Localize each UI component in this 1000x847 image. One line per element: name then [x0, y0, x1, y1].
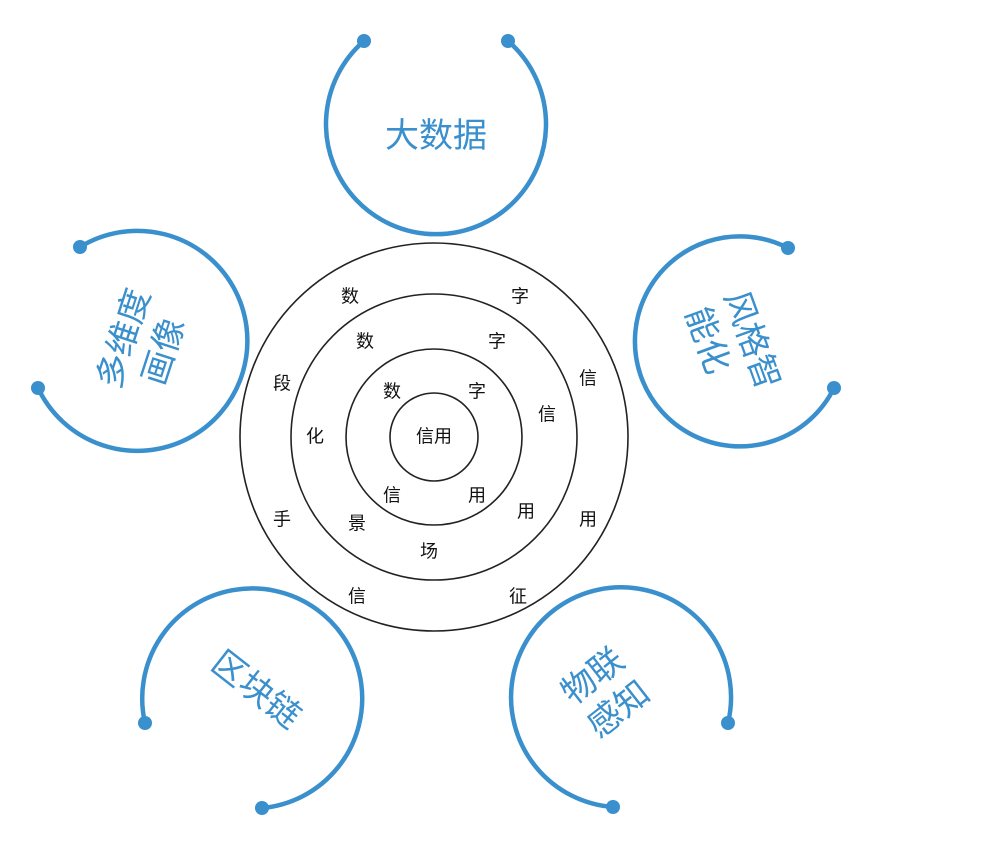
ring2-char: 用: [517, 502, 535, 523]
satellite-label: 区块链: [203, 643, 308, 737]
satellite-multidim-portrait: 多维度 画像: [31, 228, 250, 454]
arc-end-dot: [827, 381, 841, 395]
ring3-char: 征: [509, 587, 527, 608]
arc-end-dot: [31, 381, 45, 395]
satellite-arc: [508, 585, 734, 810]
ring3-char: 信: [348, 587, 366, 608]
ring3-char: 段: [273, 374, 291, 395]
satellite-arc: [323, 38, 549, 237]
ring2-char: 信: [538, 405, 556, 426]
ring3-char: 用: [579, 510, 597, 531]
arc-end-dot: [721, 716, 735, 730]
arc-end-dot: [138, 716, 152, 730]
ring2-char: 化: [306, 427, 324, 448]
outer-ring: [239, 242, 629, 632]
arc-end-dot: [255, 801, 269, 815]
ring1-char: 信: [383, 486, 401, 507]
ring3-char: 手: [273, 510, 291, 531]
arc-end-dot: [73, 240, 87, 254]
arc-end-dot: [357, 34, 371, 48]
satellite-blockchain: 区块链: [138, 586, 365, 815]
center-label: 信用: [416, 427, 452, 448]
middle-ring: [290, 293, 578, 581]
ring2-char: 场: [420, 542, 438, 563]
ring1-char: 用: [468, 486, 486, 507]
satellite-arc: [35, 228, 250, 454]
ring2-char: 景: [348, 514, 366, 535]
arc-end-dot: [781, 241, 795, 255]
ring3-char: 信: [579, 369, 597, 390]
satellite-iot-sensing: 物联 感知: [508, 585, 735, 814]
satellite-style-intelligence: 风格智 能化: [632, 234, 841, 449]
arc-end-dot: [501, 34, 515, 48]
satellite-big-data: 大数据: [323, 34, 549, 237]
ring2-char: 字: [488, 332, 506, 353]
satellite-label: 大数据: [385, 116, 487, 156]
ring3-char: 数: [341, 287, 359, 308]
ring1-char: 数: [383, 382, 401, 403]
ring2-char: 数: [356, 332, 374, 353]
arc-end-dot: [606, 800, 620, 814]
inner-ring: [345, 348, 523, 526]
ring1-char: 字: [468, 382, 486, 403]
satellite-arc: [139, 586, 365, 811]
satellite-arc: [632, 234, 837, 449]
ring3-char: 字: [511, 287, 529, 308]
center-ring: [389, 392, 479, 482]
